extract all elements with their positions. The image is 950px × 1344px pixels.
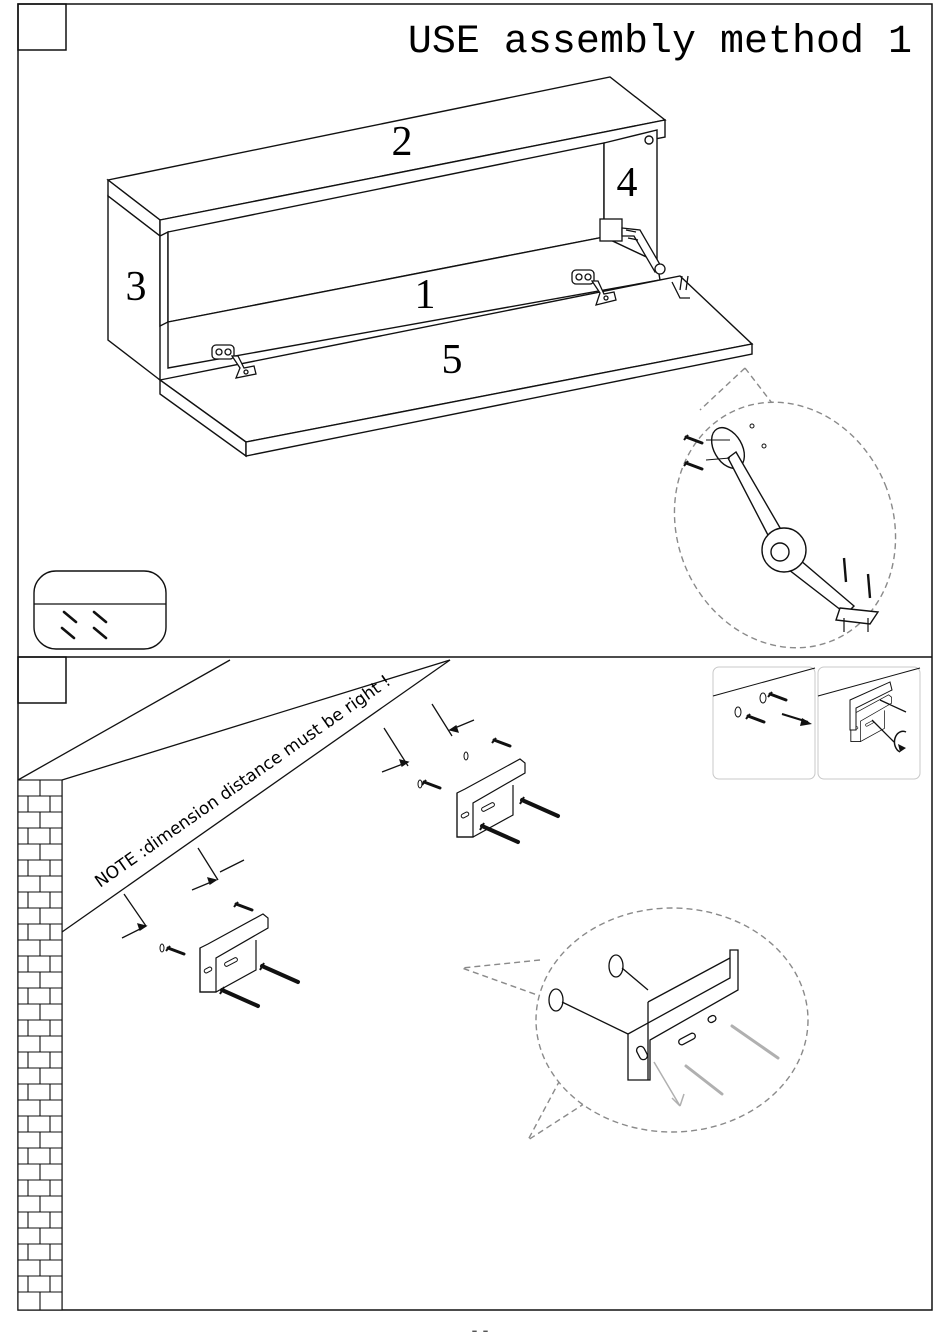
- step2-number-box: [18, 657, 66, 703]
- screw-bag-icon: [34, 571, 166, 649]
- part-label-1: 1: [415, 272, 436, 318]
- wall-bracket-icon: [200, 914, 268, 992]
- wall-icon: [18, 780, 62, 1310]
- wall-edge: [18, 660, 230, 780]
- magnifier-callout: [462, 908, 808, 1140]
- part-label-5: 5: [442, 337, 463, 383]
- dimension-note: NOTE :dimension distance must be right !: [91, 671, 394, 892]
- magnifier-callout: [638, 368, 932, 681]
- screw-icon: [160, 902, 298, 1006]
- part-label-3: 3: [126, 264, 147, 310]
- page-title: USE assembly method 1: [408, 20, 912, 65]
- dimension-arrow: [382, 704, 474, 772]
- page-footer: - -: [472, 1320, 489, 1340]
- detail-inset-fix: [818, 667, 920, 779]
- part-label-2: 2: [392, 119, 413, 165]
- wall-bracket-icon: [457, 759, 525, 837]
- detail-inset-drill: [713, 667, 815, 779]
- part-label-4: 4: [617, 160, 638, 206]
- step1-number-box: [18, 4, 66, 50]
